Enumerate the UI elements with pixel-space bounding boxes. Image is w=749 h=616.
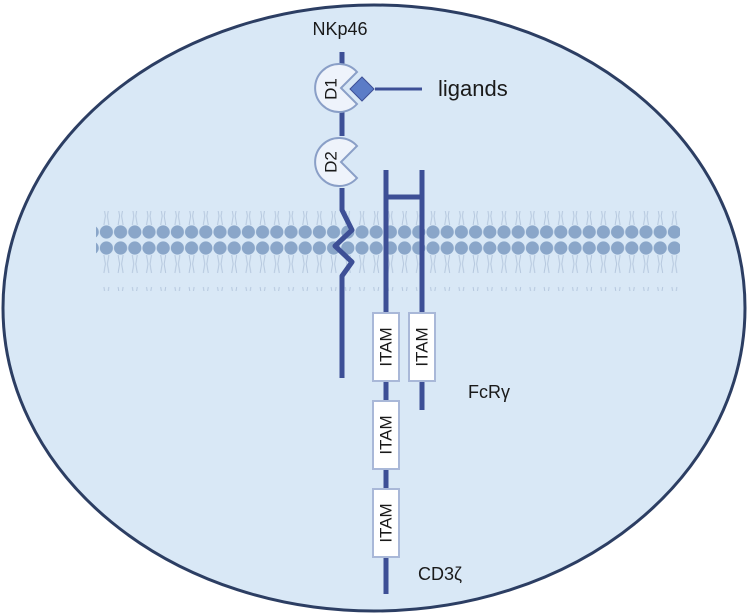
itam-box: ITAM xyxy=(408,312,436,382)
d2-domain: D2 xyxy=(314,137,359,187)
ligands-label: ligands xyxy=(438,76,508,101)
fcr-label: FcRγ xyxy=(468,382,510,402)
itam-label: ITAM xyxy=(413,327,432,366)
itam-label: ITAM xyxy=(377,503,396,542)
itam-box: ITAM xyxy=(372,488,400,558)
itam-box: ITAM xyxy=(372,312,400,382)
nkp46-chain xyxy=(332,52,355,378)
cell-body xyxy=(1,3,747,613)
nkp46-label: NKp46 xyxy=(312,19,367,39)
cd3-label: CD3ζ xyxy=(418,564,462,584)
d2-label: D2 xyxy=(322,151,341,173)
d1-label: D1 xyxy=(322,78,341,100)
itam-label: ITAM xyxy=(377,415,396,454)
ligand xyxy=(349,76,422,102)
itam-box: ITAM xyxy=(372,400,400,470)
d1-domain: D1 xyxy=(314,63,359,113)
itam-label: ITAM xyxy=(377,327,396,366)
ligand-diamond-icon xyxy=(349,76,375,102)
